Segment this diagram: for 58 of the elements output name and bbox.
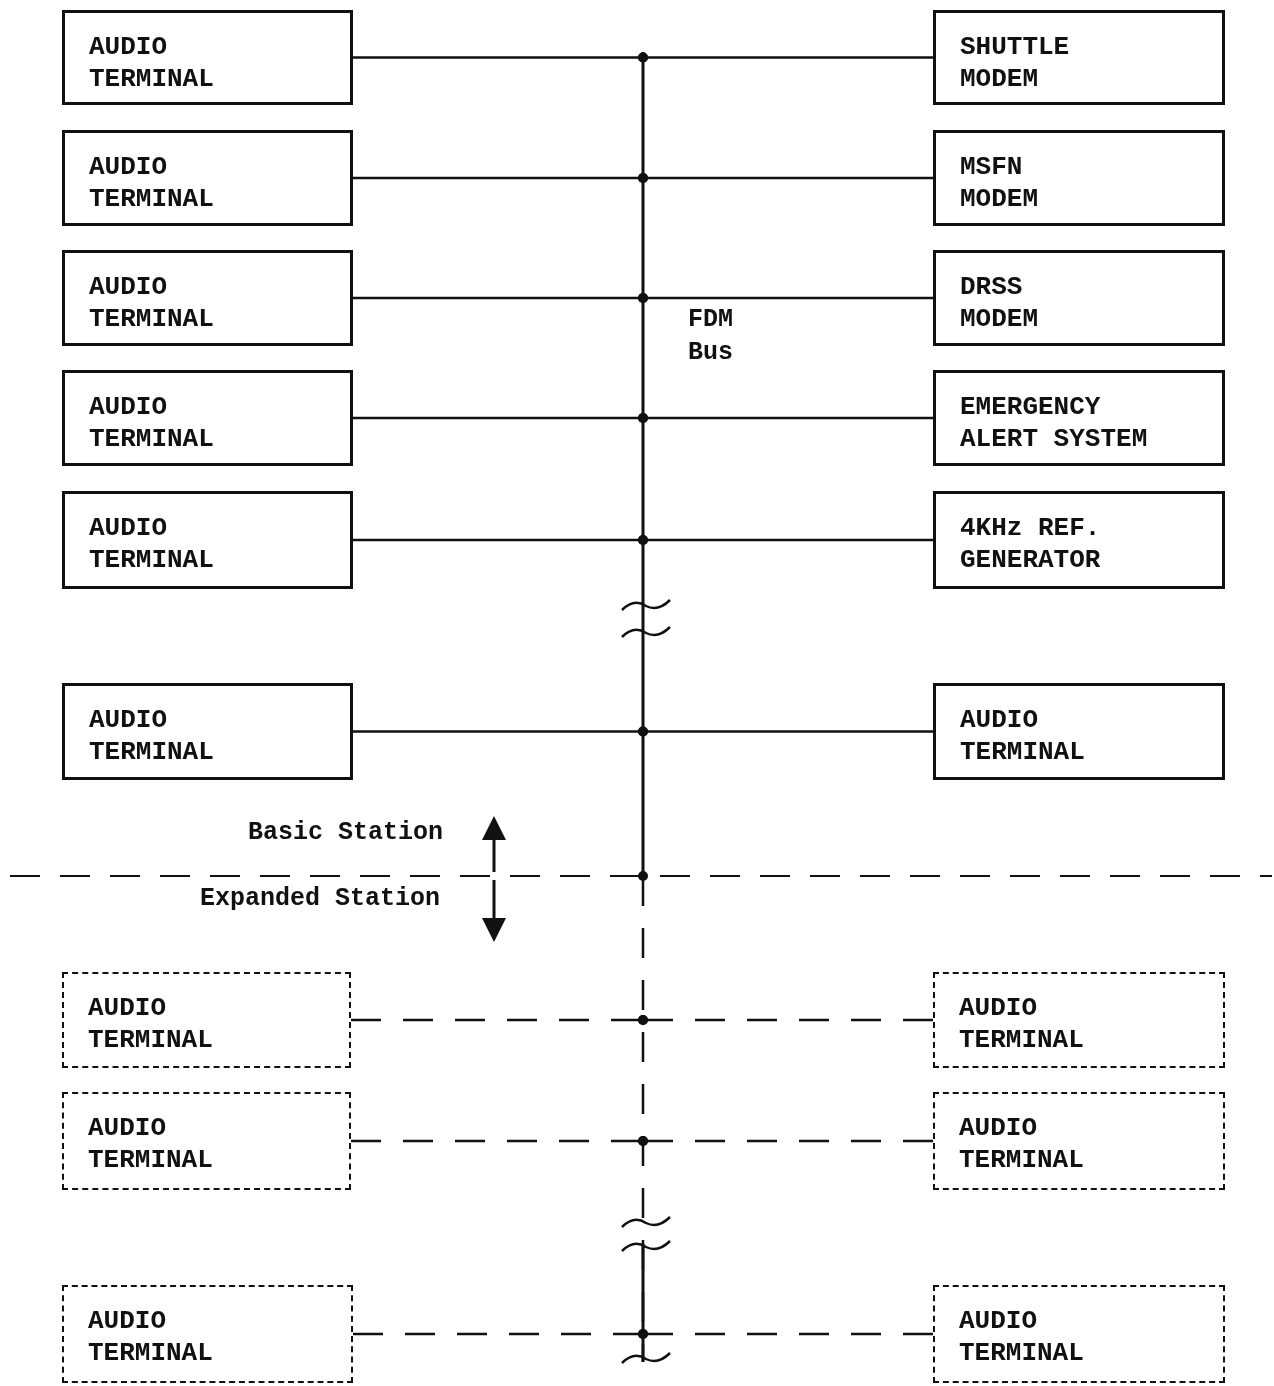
unit-box <box>933 370 1225 466</box>
connector-line <box>648 176 933 180</box>
connector-line <box>353 56 638 59</box>
unit-box <box>62 370 353 466</box>
unit-label: AUDIO TERMINAL <box>89 391 215 455</box>
unit-box <box>933 683 1225 780</box>
bus-label: FDM Bus <box>688 304 734 369</box>
connector-line <box>648 730 933 733</box>
unit-label: SHUTTLE MODEM <box>960 31 1071 95</box>
connector-line <box>353 296 638 300</box>
connector-line <box>353 176 638 180</box>
unit-label: AUDIO TERMINAL <box>89 271 215 335</box>
unit-label: AUDIO TERMINAL <box>89 512 215 576</box>
unit-box <box>62 130 353 226</box>
optional-unit-box <box>62 1092 351 1190</box>
unit-box <box>62 491 353 589</box>
connector-line <box>648 538 933 542</box>
unit-label: AUDIO TERMINAL <box>89 31 215 95</box>
optional-unit-box <box>62 1285 353 1383</box>
connector-line <box>648 1332 933 1336</box>
bus-line <box>638 52 648 1362</box>
unit-box <box>62 683 353 780</box>
connector-line <box>353 416 638 420</box>
unit-label: AUDIO TERMINAL <box>959 992 1085 1056</box>
connector-line <box>648 1139 933 1143</box>
unit-box <box>933 250 1225 346</box>
unit-label: 4KHz REF. GENERATOR <box>960 512 1102 576</box>
optional-unit-box <box>62 972 351 1068</box>
connector-line <box>353 730 638 733</box>
unit-label: AUDIO TERMINAL <box>89 704 215 768</box>
optional-unit-box <box>933 1092 1225 1190</box>
unit-label: AUDIO TERMINAL <box>960 704 1086 768</box>
connector-line <box>353 538 638 542</box>
connector-line <box>648 1018 933 1022</box>
unit-label: MSFN MODEM <box>960 151 1039 215</box>
unit-label: AUDIO TERMINAL <box>959 1112 1085 1176</box>
unit-label: AUDIO TERMINAL <box>88 1112 214 1176</box>
optional-unit-box <box>933 972 1225 1068</box>
unit-label: AUDIO TERMINAL <box>88 1305 214 1369</box>
unit-box <box>62 10 353 105</box>
unit-label: AUDIO TERMINAL <box>89 151 215 215</box>
unit-box <box>933 10 1225 105</box>
unit-label: AUDIO TERMINAL <box>959 1305 1085 1369</box>
connector-line <box>648 416 933 420</box>
unit-label: AUDIO TERMINAL <box>88 992 214 1056</box>
connector-line <box>351 1018 638 1022</box>
station-label: Expanded Station <box>200 884 441 913</box>
unit-label: EMERGENCY ALERT SYSTEM <box>960 391 1149 455</box>
unit-box <box>933 491 1225 589</box>
connector-line <box>351 1139 638 1143</box>
connector-line <box>353 1332 638 1336</box>
unit-box <box>62 250 353 346</box>
connector-line <box>648 296 933 300</box>
station-label: Basic Station <box>248 818 444 847</box>
connector-line <box>648 56 933 59</box>
unit-box <box>933 130 1225 226</box>
unit-label: DRSS MODEM <box>960 271 1039 335</box>
optional-unit-box <box>933 1285 1225 1383</box>
